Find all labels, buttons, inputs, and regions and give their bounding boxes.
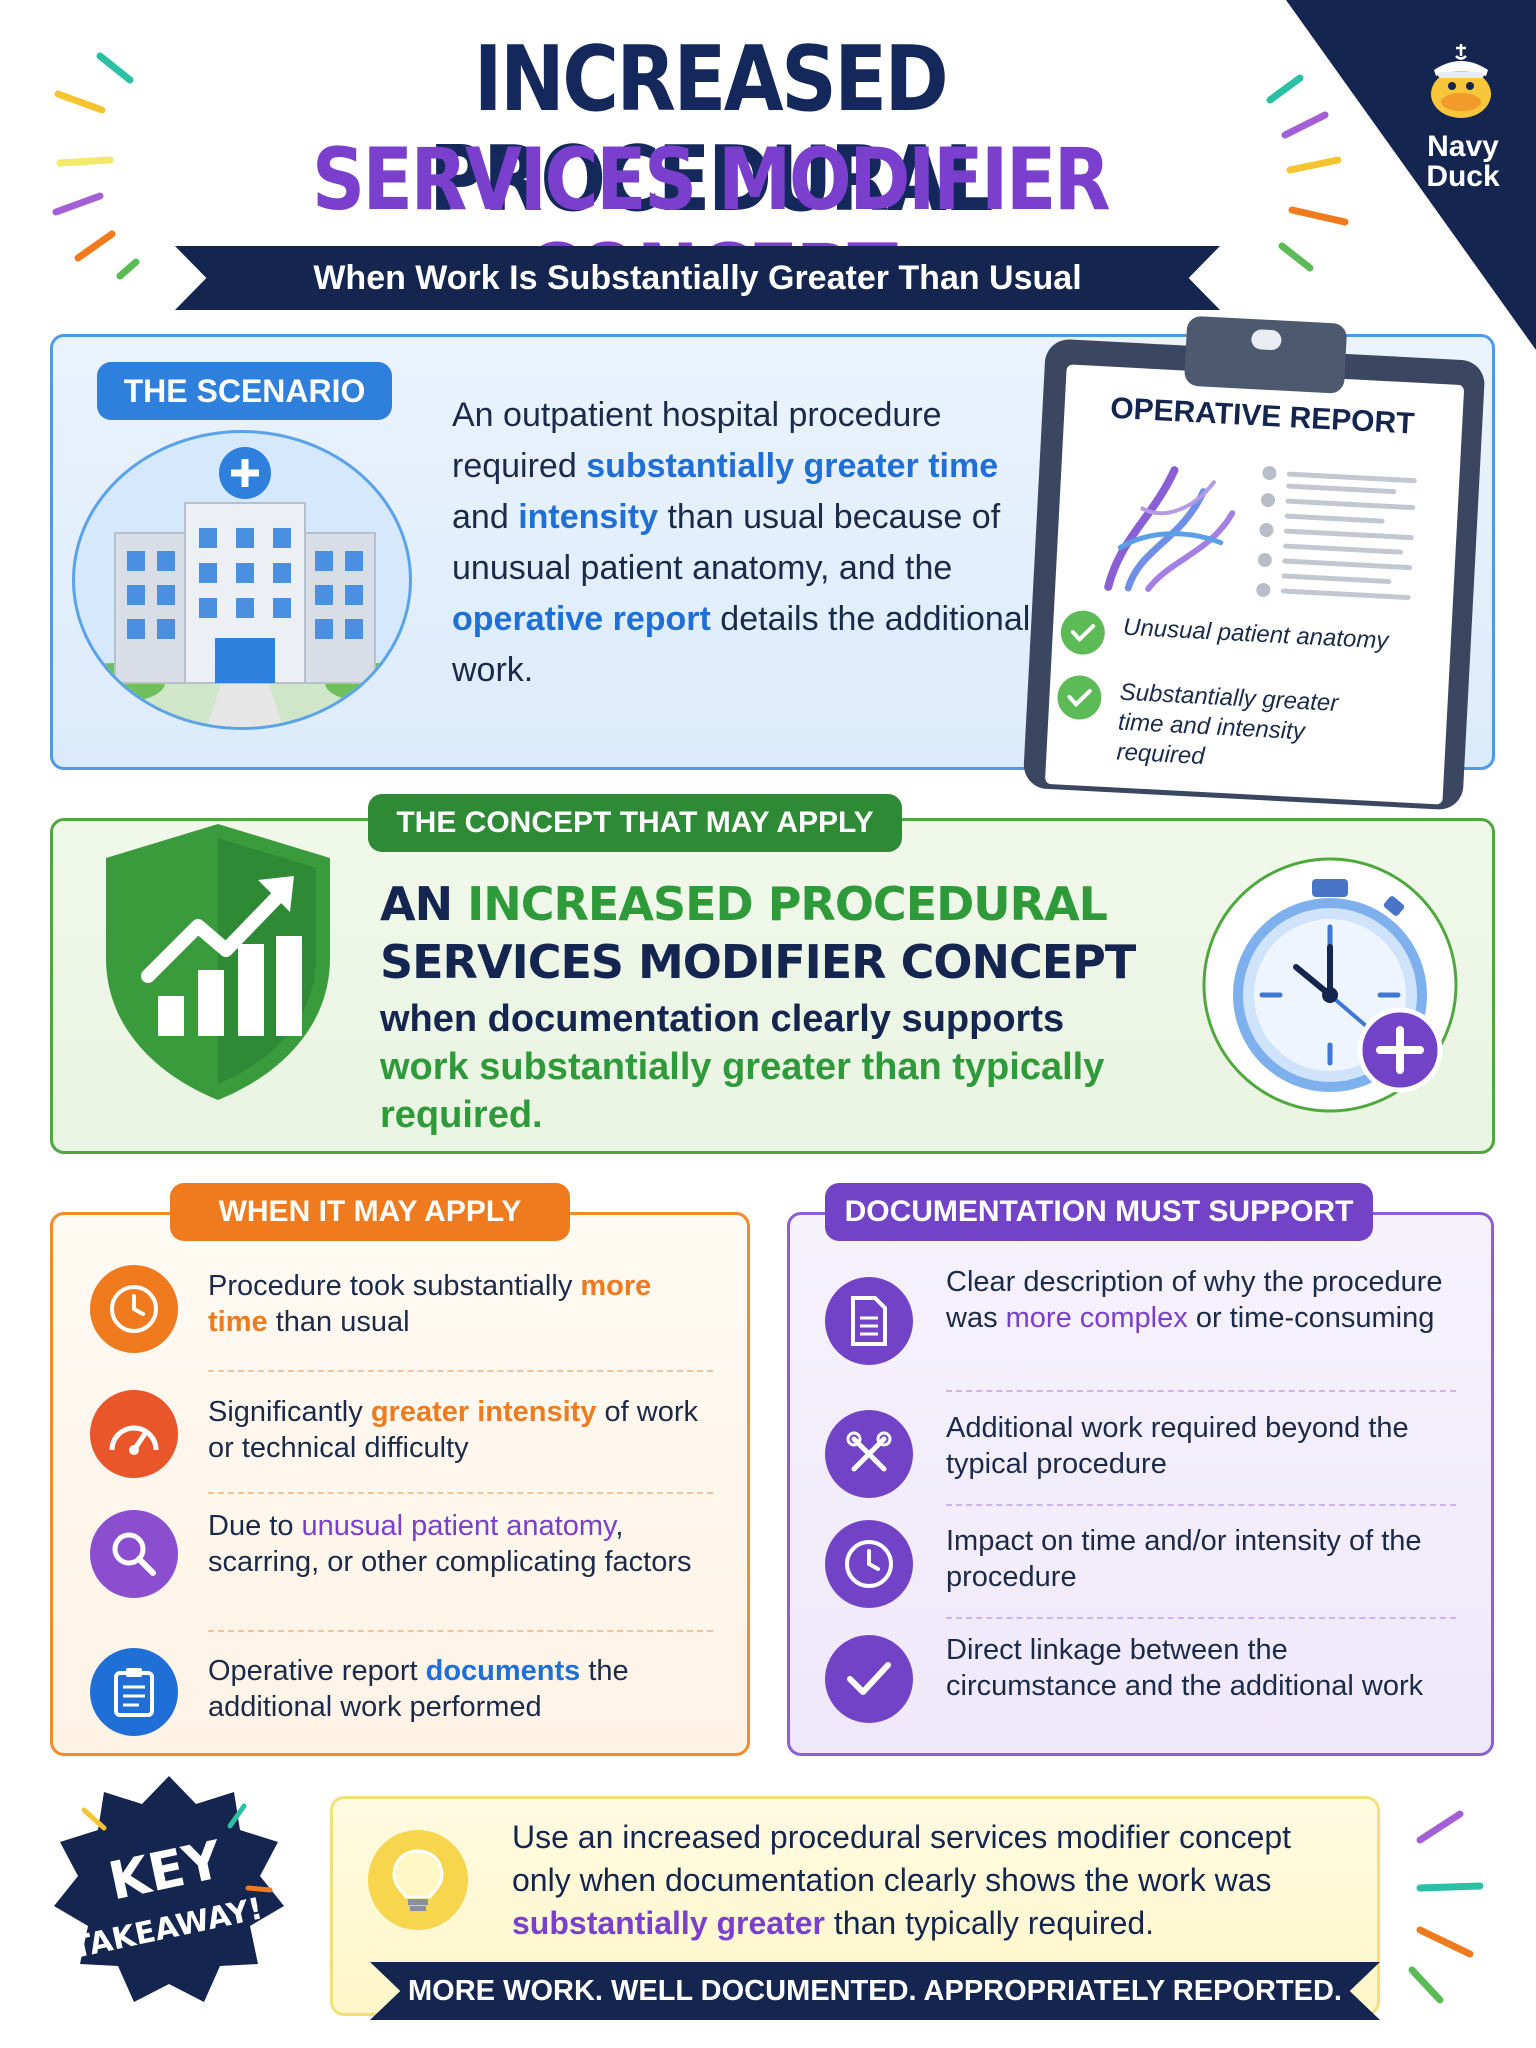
clipboard-clip-icon <box>1183 315 1348 394</box>
doc-item-2: Additional work required beyond the typi… <box>946 1410 1466 1482</box>
operative-report-clipboard: OPERATIVE REPORT Unusual patient anatomy <box>1022 308 1507 811</box>
concept-subtext: when documentation clearly supports work… <box>380 995 1140 1139</box>
clock-icon <box>825 1520 913 1608</box>
item-text-part: , scarring, or other complicating factor… <box>208 1510 692 1578</box>
item-text-part: Significantly <box>208 1396 371 1428</box>
search-icon <box>90 1510 178 1598</box>
documentation-must-support-label: DOCUMENTATION MUST SUPPORT <box>825 1183 1373 1241</box>
title-line-1: INCREASED PROCEDURAL <box>429 27 994 232</box>
item-highlight: more complex <box>1005 1302 1188 1334</box>
item-text-part: of work or technical difficulty <box>208 1396 698 1464</box>
footer-decoration <box>1408 1810 1484 2004</box>
scenario-description: An outpatient hospital procedure require… <box>452 390 1052 696</box>
item-text-part: Clear description of why the procedure w… <box>946 1266 1443 1334</box>
report-check-item: Substantially greater time and intensity… <box>1054 674 1388 781</box>
item-highlight: unusual patient anatomy <box>301 1510 616 1542</box>
check-icon <box>1059 609 1106 656</box>
shield-growth-icon <box>106 824 330 1100</box>
divider <box>208 1370 713 1372</box>
divider <box>946 1390 1456 1392</box>
item-highlight: more time <box>208 1270 652 1338</box>
concept-sub-part: when documentation clearly supports <box>380 998 1065 1040</box>
stopwatch-plus-icon <box>1202 857 1458 1113</box>
when-item-1: Procedure took substantially more time t… <box>208 1268 708 1340</box>
lightbulb-icon <box>368 1830 468 1930</box>
concept-label: THE CONCEPT THAT MAY APPLY <box>368 794 902 852</box>
item-text-part: the additional work performed <box>208 1655 629 1723</box>
key-text-part: than typically required. <box>825 1905 1155 1941</box>
when-item-2: Significantly greater intensity of work … <box>208 1394 708 1466</box>
item-text-part: Due to <box>208 1510 302 1542</box>
divider <box>208 1630 713 1632</box>
scenario-text-part: and <box>452 498 519 536</box>
scenario-highlight: substantially greater time <box>586 447 999 485</box>
gauge-icon <box>90 1390 178 1478</box>
key-banner-text: MORE WORK. WELL DOCUMENTED. APPROPRIATEL… <box>408 1974 1342 2007</box>
item-text-part: Procedure took substantially <box>208 1270 581 1302</box>
scenario-text-part: than usual because of unusual patient an… <box>452 498 1001 587</box>
anatomy-illustration-icon <box>1104 466 1417 601</box>
item-text-part: than usual <box>267 1306 410 1338</box>
document-icon <box>825 1277 913 1365</box>
scenario-highlight: intensity <box>518 498 658 536</box>
item-text-part: Operative report <box>208 1655 426 1687</box>
clipboard-icon <box>90 1648 178 1736</box>
hospital-icon <box>75 447 409 727</box>
subtitle-banner: When Work Is Substantially Greater Than … <box>175 246 1220 310</box>
item-highlight: greater intensity <box>370 1396 597 1428</box>
tools-icon <box>825 1410 913 1498</box>
when-item-3: Due to unusual patient anatomy, scarring… <box>208 1508 708 1580</box>
scenario-text-part: An outpatient hospital procedure require… <box>452 396 942 485</box>
key-takeaway-text: Use an increased procedural services mod… <box>512 1816 1352 1945</box>
concept-heading-part: AN <box>380 877 468 931</box>
clock-icon <box>90 1265 178 1353</box>
item-highlight: documents <box>425 1655 581 1687</box>
doc-item-4: Direct linkage between the circumstance … <box>946 1632 1466 1704</box>
key-takeaway-badge: KEY TAKEAWAY! <box>54 1776 284 2002</box>
check-icon <box>825 1635 913 1723</box>
scenario-label: THE SCENARIO <box>97 362 392 420</box>
subtitle-text: When Work Is Substantially Greater Than … <box>313 258 1082 297</box>
when-it-may-apply-label: WHEN IT MAY APPLY <box>170 1183 570 1241</box>
divider <box>946 1617 1456 1619</box>
check-icon <box>1056 674 1103 721</box>
divider <box>946 1504 1456 1506</box>
concept-heading-part: SERVICES MODIFIER CONCEPT <box>380 935 1136 989</box>
key-text-highlight: substantially greater <box>512 1905 825 1941</box>
doc-item-3: Impact on time and/or intensity of the p… <box>946 1523 1466 1595</box>
duck-mascot-icon <box>1431 44 1491 118</box>
report-check-item: Unusual patient anatomy <box>1059 609 1389 670</box>
scenario-text-part: details the additional work. <box>452 600 1031 689</box>
key-takeaway-banner: MORE WORK. WELL DOCUMENTED. APPROPRIATEL… <box>370 1962 1380 2020</box>
brand-name: Navy Duck <box>1426 130 1500 193</box>
divider <box>208 1492 713 1494</box>
report-check-label: Substantially greater time and intensity… <box>1115 678 1339 771</box>
when-item-4: Operative report documents the additiona… <box>208 1653 708 1725</box>
key-text-part: Use an increased procedural services mod… <box>512 1819 1292 1898</box>
scenario-highlight: operative report <box>452 600 711 638</box>
item-text-part: Direct linkage between the circumstance … <box>946 1634 1424 1702</box>
hospital-illustration <box>72 430 412 730</box>
concept-sub-highlight: work substantially greater than typicall… <box>380 1046 1105 1136</box>
doc-item-1: Clear description of why the procedure w… <box>946 1264 1466 1336</box>
concept-heading: AN INCREASED PROCEDURAL SERVICES MODIFIE… <box>380 875 1160 991</box>
concept-heading-highlight: INCREASED PROCEDURAL <box>467 877 1108 931</box>
item-text-part: Impact on time and/or intensity of the p… <box>946 1525 1422 1593</box>
item-text-part: Additional work required beyond the typi… <box>946 1412 1409 1480</box>
item-text-part: or time-consuming <box>1187 1302 1435 1334</box>
